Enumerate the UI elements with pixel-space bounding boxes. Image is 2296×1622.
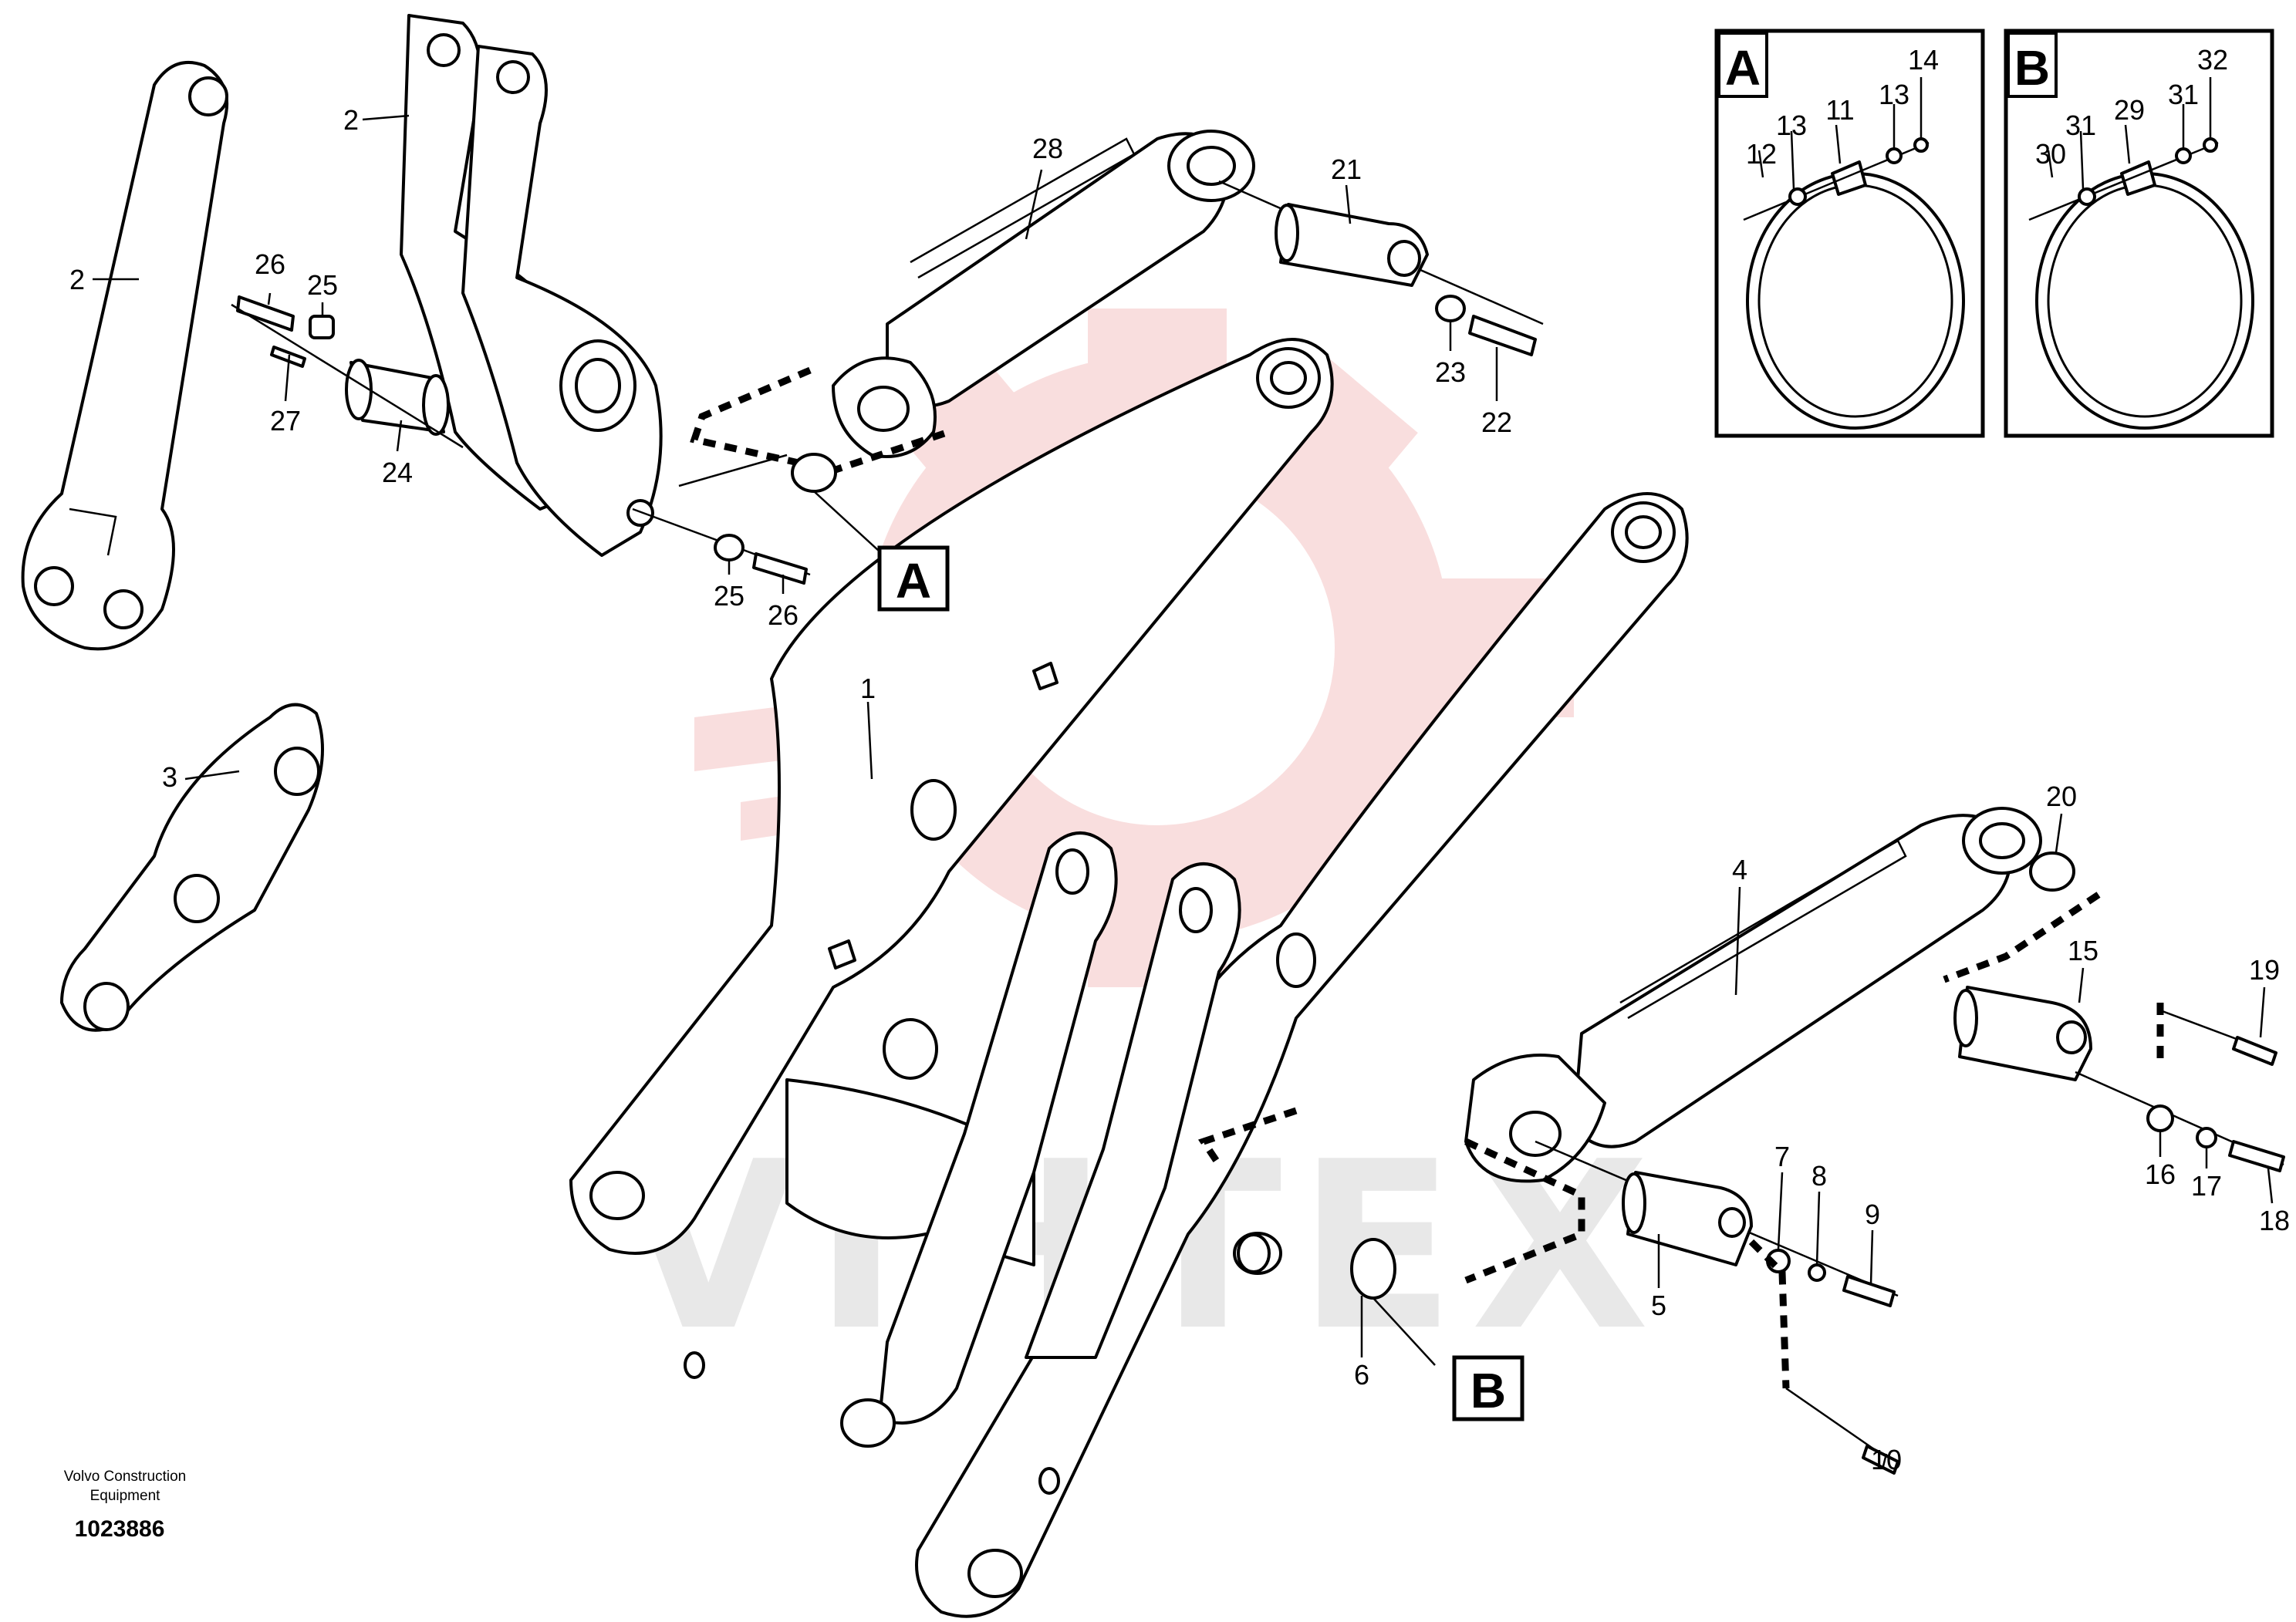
callout-21: 21 <box>1331 153 1362 185</box>
inset-a-callout-12: 12 <box>1746 138 1777 170</box>
callout-17: 17 <box>2191 1170 2222 1202</box>
inset-a-callout-11: 11 <box>1825 94 1854 126</box>
leader-lines <box>93 77 2274 1470</box>
inset-b-labels: B 30 31 29 31 32 <box>2014 40 2228 170</box>
part-21-pin <box>1218 180 1544 356</box>
inset-a <box>1714 29 1985 438</box>
svg-text:A: A <box>896 553 931 609</box>
detail-a-region <box>678 366 950 552</box>
callout-4: 4 <box>1732 854 1747 885</box>
callout-16: 16 <box>2145 1158 2176 1190</box>
callout-8: 8 <box>1811 1160 1827 1192</box>
callout-22: 22 <box>1481 406 1512 438</box>
callout-labels: 1 2 2 3 4 5 6 7 8 9 10 15 16 17 18 19 20… <box>69 104 2290 1475</box>
callout-6: 6 <box>1354 1359 1369 1391</box>
part-4-cylinder <box>1464 807 2075 1183</box>
callout-5: 5 <box>1651 1290 1666 1321</box>
callout-9: 9 <box>1865 1199 1880 1230</box>
part-1-boom <box>569 338 1689 1618</box>
inset-a-letter: A <box>1725 40 1761 96</box>
part-28-cylinder-top <box>832 130 1255 458</box>
part-2-plates <box>400 14 663 557</box>
callout-27: 27 <box>270 405 301 437</box>
part-24-pin-left <box>231 295 464 449</box>
detail-mark-b: B <box>1452 1355 1524 1421</box>
callout-1: 1 <box>860 673 876 704</box>
callout-15: 15 <box>2068 935 2098 966</box>
inset-b-letter: B <box>2014 40 2050 96</box>
callout-10: 10 <box>1871 1444 1902 1475</box>
inset-a-labels: A 12 13 11 13 14 <box>1725 40 1939 170</box>
footer-line-2: Equipment <box>90 1488 161 1504</box>
callout-25-lower: 25 <box>714 580 745 612</box>
svg-text:B: B <box>1470 1363 1506 1418</box>
callout-19: 19 <box>2249 954 2280 986</box>
inset-a-callout-14: 14 <box>1908 44 1939 76</box>
part-3-link <box>60 703 324 1032</box>
inset-a-callout-13-left: 13 <box>1776 110 1807 141</box>
callout-2-upper: 2 <box>343 104 359 136</box>
part-25-26-bolt-group <box>632 508 811 585</box>
callout-18: 18 <box>2259 1205 2290 1236</box>
inset-b-callout-29: 29 <box>2114 94 2145 126</box>
detail-mark-a: A <box>877 545 950 612</box>
inset-b-callout-32: 32 <box>2197 44 2228 76</box>
part-5-pin-group <box>1535 1140 1899 1475</box>
detail-b-region <box>1197 1107 1585 1366</box>
callout-26-lower: 26 <box>768 599 799 631</box>
callout-2-left: 2 <box>69 264 85 295</box>
callout-25-upper: 25 <box>307 269 338 301</box>
footer-line-1: Volvo Construction <box>64 1469 186 1485</box>
callout-26-upper: 26 <box>255 248 285 280</box>
callout-3: 3 <box>162 761 177 793</box>
footer-ref-number: 1023886 <box>75 1516 165 1542</box>
callout-28: 28 <box>1032 133 1063 164</box>
footer-caption: Volvo Construction Equipment 1023886 <box>64 1469 186 1542</box>
inset-b <box>2004 29 2274 438</box>
callout-7: 7 <box>1774 1141 1790 1172</box>
part-15-pin-group <box>1943 892 2285 1172</box>
inset-a-callout-13-right: 13 <box>1879 79 1909 110</box>
callout-23: 23 <box>1435 356 1466 388</box>
inset-b-callout-31-right: 31 <box>2168 79 2199 110</box>
inset-b-callout-31-left: 31 <box>2065 110 2096 141</box>
part-2-link-left <box>21 60 229 651</box>
callout-24: 24 <box>382 457 413 488</box>
callout-20: 20 <box>2046 781 2077 812</box>
inset-b-callout-30: 30 <box>2035 138 2066 170</box>
